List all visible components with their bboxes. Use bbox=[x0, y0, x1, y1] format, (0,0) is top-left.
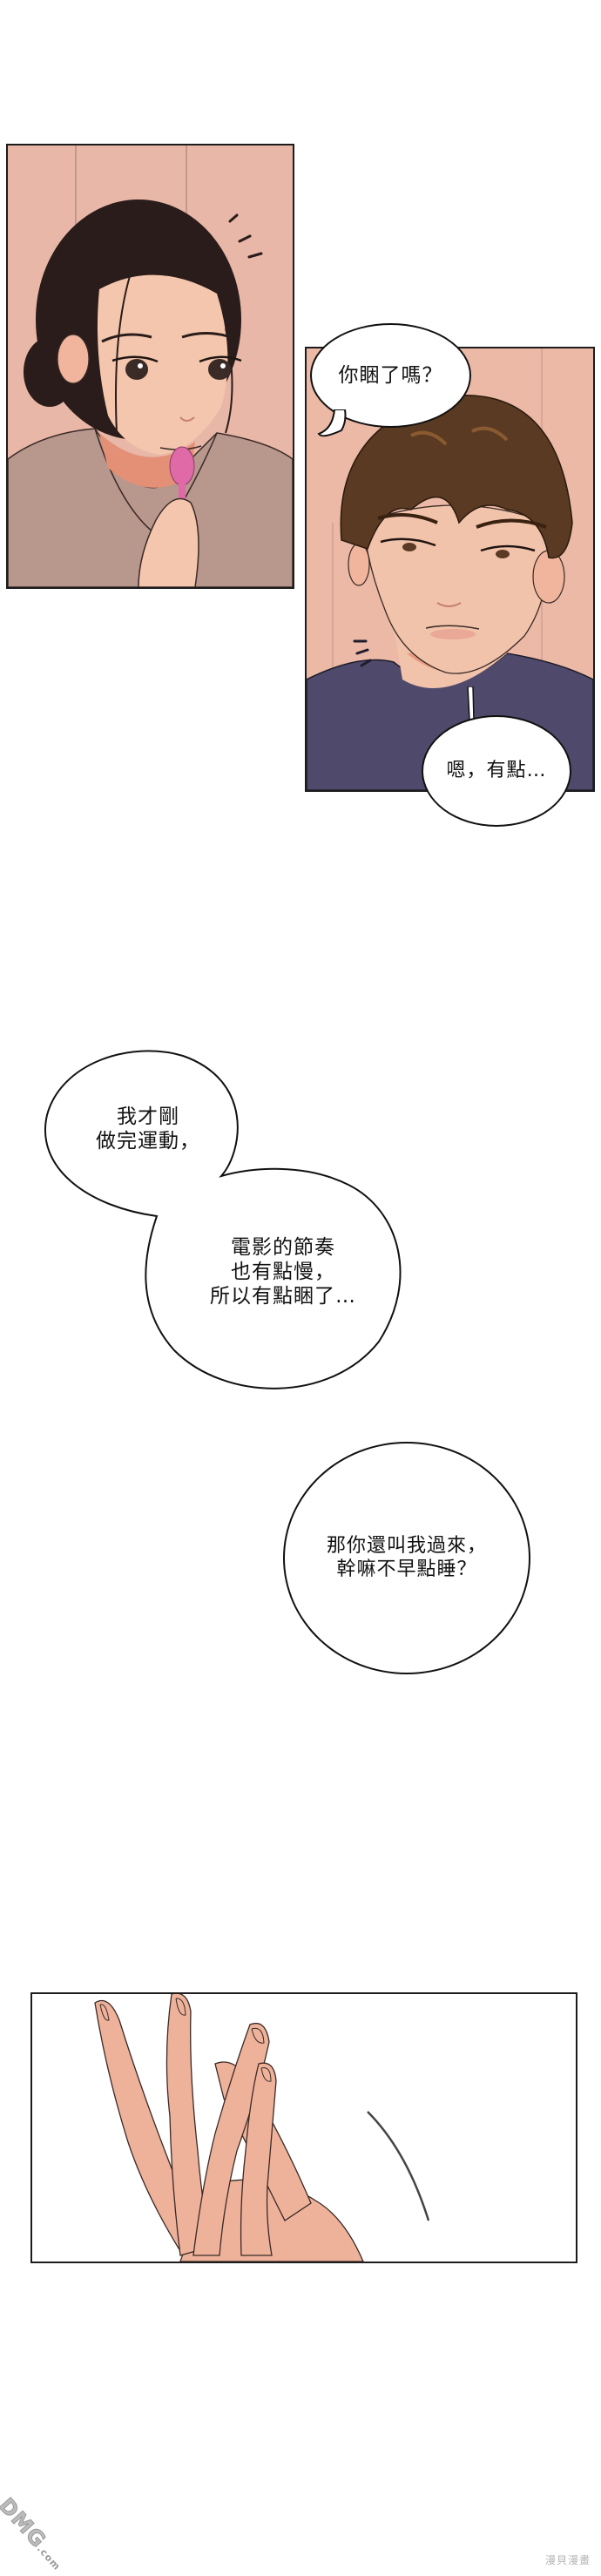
woman-illustration bbox=[8, 145, 293, 587]
speech-bubble-double bbox=[44, 1050, 402, 1389]
hand-illustration bbox=[94, 1994, 430, 2262]
bubble-text: 那你還叫我過來， 幹嘛不早點睡？ bbox=[326, 1534, 487, 1580]
bubble-tail bbox=[317, 409, 347, 437]
bubble-text-lobe-2: 電影的節奏 也有點慢， 所以有點睏了… bbox=[210, 1236, 356, 1308]
bubble-text: 你睏了嗎？ bbox=[338, 363, 443, 387]
panel-man-sleepy bbox=[305, 347, 595, 792]
speech-bubble-a-little: 嗯，有點… bbox=[422, 715, 571, 827]
panel-hand bbox=[30, 1992, 577, 2263]
speech-bubble-why-call-me: 那你還叫我過來， 幹嘛不早點睡？ bbox=[283, 1442, 530, 1674]
watermark-right-text: 漫貝漫畫 bbox=[544, 2554, 591, 2566]
surprise-marks bbox=[228, 213, 263, 259]
panel-woman-spoon bbox=[6, 144, 294, 589]
bubble-text: 嗯，有點… bbox=[446, 759, 547, 781]
bubble-tail bbox=[467, 686, 475, 720]
motion-line bbox=[367, 2111, 430, 2221]
watermark-left-logo: DMG.com bbox=[0, 2492, 64, 2573]
motion-marks bbox=[353, 639, 372, 667]
bubble-text-lobe-1: 我才剛 做完運動， bbox=[96, 1105, 200, 1153]
